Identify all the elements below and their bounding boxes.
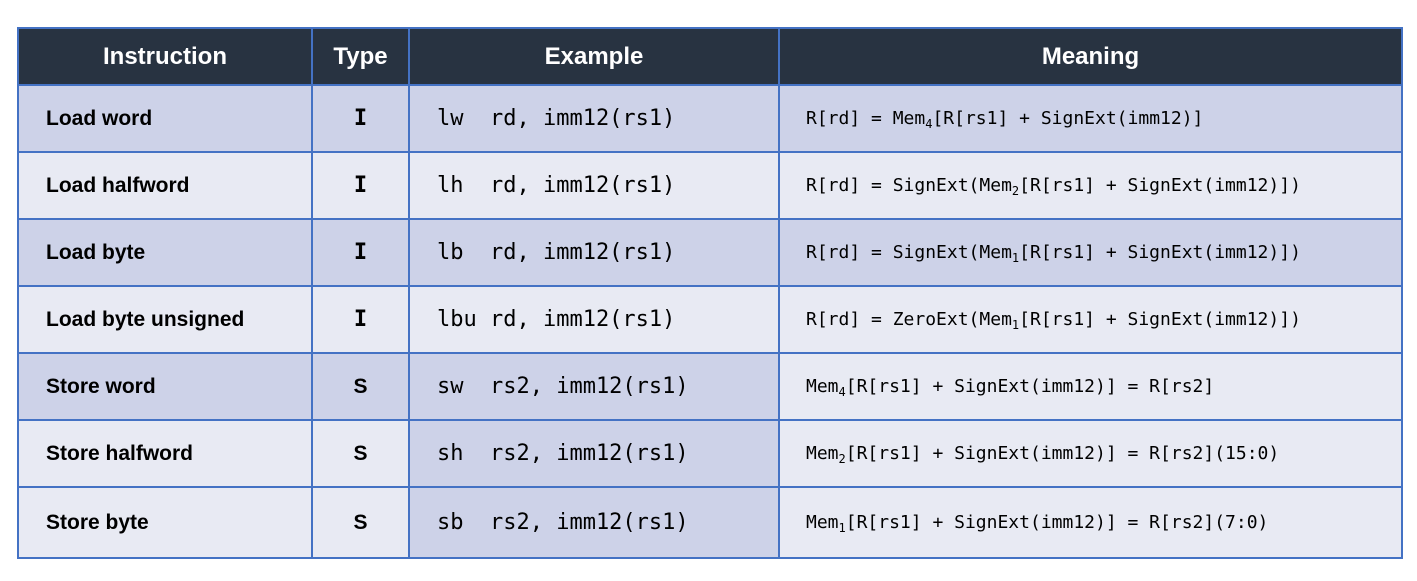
instruction-cell: Load byte unsigned (17, 285, 313, 354)
instruction-cell: Store halfword (17, 419, 313, 488)
meaning-cell: Mem4[R[rs1] + SignExt(imm12)] = R[rs2] (778, 352, 1403, 421)
instruction-table: Instruction Type Example Meaning Load wo… (17, 27, 1403, 559)
type-cell: S (311, 419, 410, 488)
instruction-cell: Load word (17, 84, 313, 153)
type-cell: I (311, 84, 410, 153)
type-cell: I (311, 218, 410, 287)
table-row: Store byte S sb rs2, imm12(rs1) Mem1[R[r… (17, 486, 1403, 559)
instruction-cell: Load halfword (17, 151, 313, 220)
example-cell: lbu rd, imm12(rs1) (408, 285, 780, 354)
example-cell: lh rd, imm12(rs1) (408, 151, 780, 220)
type-cell: S (311, 352, 410, 421)
meaning-cell: Mem1[R[rs1] + SignExt(imm12)] = R[rs2](7… (778, 486, 1403, 559)
meaning-cell: Mem2[R[rs1] + SignExt(imm12)] = R[rs2](1… (778, 419, 1403, 488)
example-cell: lw rd, imm12(rs1) (408, 84, 780, 153)
meaning-cell: R[rd] = Mem4[R[rs1] + SignExt(imm12)] (778, 84, 1403, 153)
header-type: Type (311, 27, 410, 86)
table-row: Store word S sw rs2, imm12(rs1) Mem4[R[r… (17, 352, 1403, 421)
instruction-cell: Store word (17, 352, 313, 421)
meaning-cell: R[rd] = SignExt(Mem2[R[rs1] + SignExt(im… (778, 151, 1403, 220)
table-row: Store halfword S sh rs2, imm12(rs1) Mem2… (17, 419, 1403, 488)
meaning-cell: R[rd] = SignExt(Mem1[R[rs1] + SignExt(im… (778, 218, 1403, 287)
example-cell: sb rs2, imm12(rs1) (408, 486, 780, 559)
instruction-cell: Load byte (17, 218, 313, 287)
table-row: Load word I lw rd, imm12(rs1) R[rd] = Me… (17, 84, 1403, 153)
table-row: Load byte unsigned I lbu rd, imm12(rs1) … (17, 285, 1403, 354)
table-row: Load halfword I lh rd, imm12(rs1) R[rd] … (17, 151, 1403, 220)
instruction-cell: Store byte (17, 486, 313, 559)
header-meaning: Meaning (778, 27, 1403, 86)
header-instruction: Instruction (17, 27, 313, 86)
example-cell: sw rs2, imm12(rs1) (408, 352, 780, 421)
meaning-cell: R[rd] = ZeroExt(Mem1[R[rs1] + SignExt(im… (778, 285, 1403, 354)
table-header-row: Instruction Type Example Meaning (17, 27, 1403, 86)
type-cell: I (311, 151, 410, 220)
header-example: Example (408, 27, 780, 86)
example-cell: lb rd, imm12(rs1) (408, 218, 780, 287)
type-cell: S (311, 486, 410, 559)
type-cell: I (311, 285, 410, 354)
table-row: Load byte I lb rd, imm12(rs1) R[rd] = Si… (17, 218, 1403, 287)
example-cell: sh rs2, imm12(rs1) (408, 419, 780, 488)
